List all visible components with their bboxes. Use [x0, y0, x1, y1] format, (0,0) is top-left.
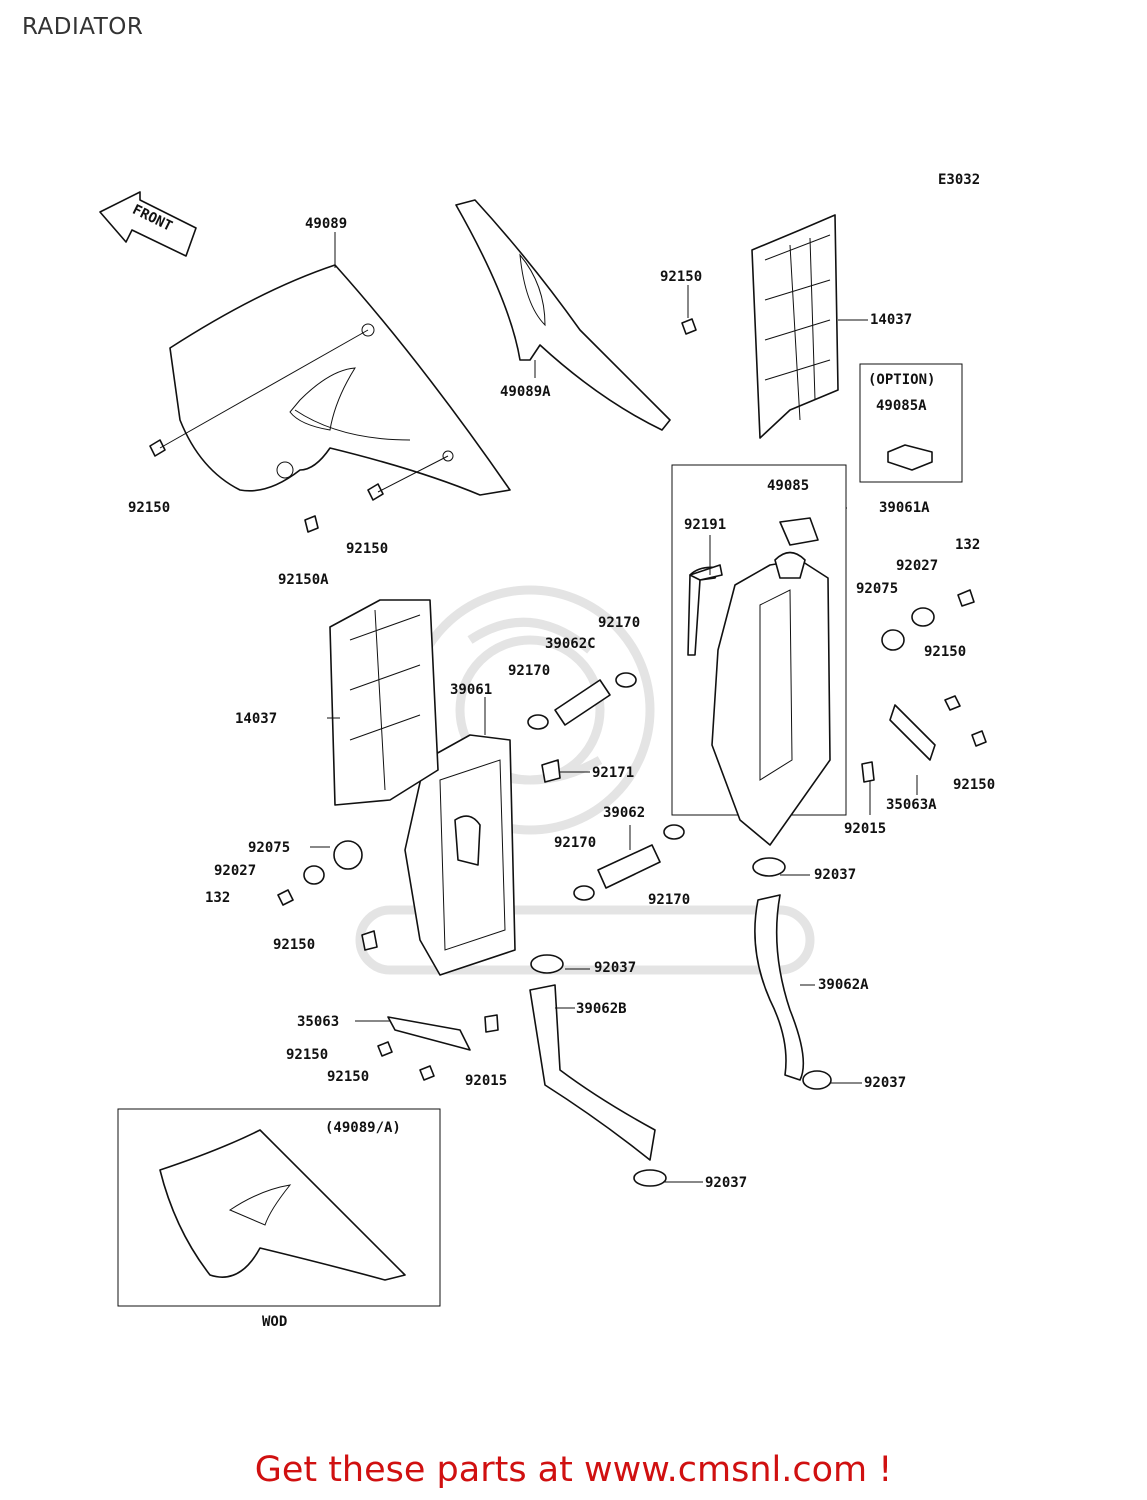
option-box: (OPTION) 49085A [859, 363, 963, 483]
label-49089: 49089 [305, 216, 347, 232]
front-arrow-icon: FRONT [99, 191, 197, 257]
hoses [529, 564, 805, 1161]
label-92075: 92075 [856, 581, 898, 597]
svg-text:49085A: 49085A [876, 398, 927, 414]
parts-diagram: FRONT E3032 (OPTION) 49085A [99, 172, 995, 1330]
label-35063A: 35063A [886, 797, 937, 813]
radiator-guard-14037-left [329, 599, 439, 806]
label-92191: 92191 [684, 517, 726, 533]
label-39062A: 39062A [818, 977, 869, 993]
shroud-49089 [169, 264, 511, 496]
label-92037: 92037 [814, 867, 856, 883]
inset-caption: WOD [262, 1314, 287, 1330]
label-92037: 92037 [705, 1175, 747, 1191]
label-92027: 92027 [214, 863, 256, 879]
label-92037: 92037 [864, 1075, 906, 1091]
label-92150: 92150 [327, 1069, 369, 1085]
inset-box: (49089/A) [117, 1108, 441, 1307]
label-14037: 14037 [235, 711, 277, 727]
label-92027: 92027 [896, 558, 938, 574]
label-92171: 92171 [592, 765, 634, 781]
diagram-code: E3032 [938, 172, 980, 188]
label-92150: 92150 [273, 937, 315, 953]
label-35063: 35063 [297, 1014, 339, 1030]
hardware [149, 318, 987, 1187]
radiator-left-39061 [404, 734, 516, 976]
label-132: 132 [205, 890, 230, 906]
label-92150: 92150 [660, 269, 702, 285]
label-92150: 92150 [924, 644, 966, 660]
label-39061A: 39061A [879, 500, 930, 516]
svg-text:(OPTION): (OPTION) [868, 372, 935, 388]
shroud-49089A [455, 199, 671, 431]
label-39062: 39062 [603, 805, 645, 821]
label-39061: 39061 [450, 682, 492, 698]
label-49089A: 49089A [500, 384, 551, 400]
promo-link[interactable]: Get these parts at www.cmsnl.com ! [254, 1450, 893, 1490]
label-92170: 92170 [508, 663, 550, 679]
radiator-guard-14037-top [751, 214, 839, 439]
label-92150: 92150 [953, 777, 995, 793]
label-14037: 14037 [870, 312, 912, 328]
label-92015: 92015 [465, 1073, 507, 1089]
label-92150: 92150 [286, 1047, 328, 1063]
leader-lines [310, 232, 918, 1183]
label-92037: 92037 [594, 960, 636, 976]
label-49085: 49085 [767, 478, 809, 494]
svg-text:(49089/A): (49089/A) [325, 1120, 401, 1136]
label-92150: 92150 [128, 500, 170, 516]
part-labels: 49089 49089A 92150 14037 92150 92150 921… [128, 216, 995, 1191]
label-92150: 92150 [346, 541, 388, 557]
label-92170: 92170 [598, 615, 640, 631]
label-92150A: 92150A [278, 572, 329, 588]
label-92015: 92015 [844, 821, 886, 837]
label-92170: 92170 [648, 892, 690, 908]
label-92170: 92170 [554, 835, 596, 851]
label-132: 132 [955, 537, 980, 553]
label-39062C: 39062C [545, 636, 596, 652]
page-title: RADIATOR [22, 14, 144, 40]
label-39062B: 39062B [576, 1001, 627, 1017]
label-92075: 92075 [248, 840, 290, 856]
